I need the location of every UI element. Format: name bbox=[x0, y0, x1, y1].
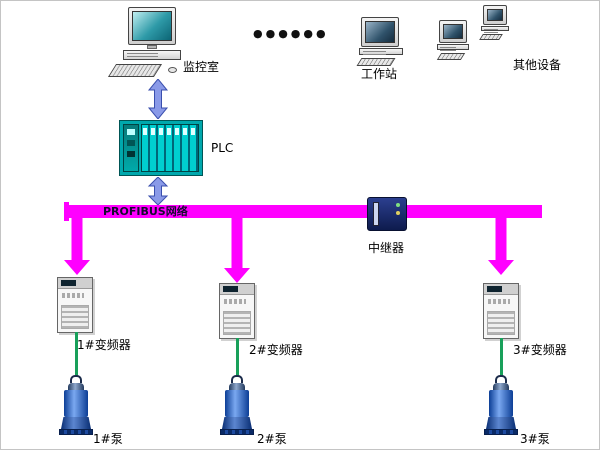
monitor-room-computer-icon bbox=[106, 7, 188, 79]
link-computer-plc bbox=[147, 78, 169, 123]
vfd-1-label: 1#变频器 bbox=[77, 338, 131, 352]
monitor-screen bbox=[487, 9, 503, 21]
link-vfd3-pump3 bbox=[500, 338, 503, 377]
plc-indicator-leds bbox=[143, 128, 197, 135]
vfd-display bbox=[487, 286, 502, 292]
vfd-3-icon bbox=[483, 283, 519, 339]
computer-case-icon bbox=[481, 26, 509, 31]
double-arrow-icon bbox=[147, 78, 169, 120]
pump-body bbox=[225, 390, 249, 417]
repeater-label: 中继器 bbox=[368, 241, 405, 255]
computer-case-icon bbox=[123, 50, 181, 60]
pump-cap bbox=[68, 383, 84, 390]
pump-handle bbox=[70, 375, 82, 383]
pump-cap bbox=[229, 383, 245, 390]
vfd-2-label: 2#变频器 bbox=[249, 343, 303, 357]
monitor-room-label: 监控室 bbox=[183, 60, 220, 74]
link-vfd2-pump2 bbox=[236, 338, 239, 377]
monitor-stand bbox=[147, 45, 157, 49]
monitor-screen bbox=[132, 11, 172, 41]
other-devices-icon bbox=[436, 5, 513, 61]
pump-base bbox=[484, 429, 518, 435]
pump-1-label: 1#泵 bbox=[93, 432, 123, 446]
vfd-vents bbox=[61, 305, 89, 329]
bus-drop-1 bbox=[64, 217, 90, 279]
vfd-panel bbox=[484, 284, 518, 295]
down-arrow-icon bbox=[224, 217, 250, 283]
profibus-bus: PROFIBUS网络 bbox=[64, 202, 542, 221]
vfd-panel bbox=[58, 278, 92, 289]
vfd-2-icon bbox=[219, 283, 255, 339]
pump-3-icon bbox=[483, 375, 519, 445]
pump-body bbox=[64, 390, 88, 417]
pump-base bbox=[59, 429, 93, 435]
other-devices-label: 其他设备 bbox=[513, 58, 562, 72]
pump-skirt bbox=[486, 417, 516, 429]
keyboard-icon bbox=[479, 34, 503, 40]
plc-rack-icon bbox=[119, 120, 203, 176]
monitor-screen bbox=[443, 24, 463, 39]
bus-drop-3 bbox=[488, 217, 514, 279]
vfd-3-label: 3#变频器 bbox=[513, 343, 567, 357]
pump-2-icon bbox=[219, 375, 255, 445]
vfd-display bbox=[223, 286, 238, 292]
mouse-icon bbox=[168, 67, 177, 73]
monitor-screen bbox=[365, 21, 395, 43]
pump-handle bbox=[495, 375, 507, 383]
ellipsis-dots: ●●●●●● bbox=[253, 27, 329, 40]
monitor-icon bbox=[439, 20, 467, 43]
double-arrow-icon bbox=[147, 176, 169, 206]
pump-skirt bbox=[222, 417, 252, 429]
pump-base bbox=[220, 429, 254, 435]
plc-label: PLC bbox=[211, 141, 234, 155]
keyboard-icon bbox=[107, 64, 163, 77]
bus-drop-2 bbox=[224, 217, 250, 287]
computer-case-icon bbox=[359, 48, 403, 55]
monitor-icon bbox=[483, 5, 507, 25]
vfd-display bbox=[61, 280, 76, 286]
pump-cap bbox=[493, 383, 509, 390]
bus-endcap bbox=[64, 202, 69, 221]
pump-handle bbox=[231, 375, 243, 383]
vfd-vents bbox=[487, 311, 515, 335]
pump-skirt bbox=[61, 417, 91, 429]
vfd-vents bbox=[223, 311, 251, 335]
repeater-panel bbox=[373, 202, 379, 226]
keyboard-icon bbox=[436, 53, 466, 60]
monitor-icon bbox=[128, 7, 176, 45]
profibus-label: PROFIBUS网络 bbox=[103, 205, 188, 218]
repeater-led bbox=[396, 203, 400, 207]
pump-3-label: 3#泵 bbox=[520, 432, 550, 446]
vfd-panel bbox=[220, 284, 254, 295]
plc-io-modules bbox=[141, 124, 199, 172]
vfd-keypad bbox=[220, 295, 254, 308]
vfd-1-icon bbox=[57, 277, 93, 333]
link-vfd1-pump1 bbox=[75, 332, 78, 377]
vfd-keypad bbox=[484, 295, 518, 308]
pump-2-label: 2#泵 bbox=[257, 432, 287, 446]
plc-cpu-module bbox=[123, 124, 139, 172]
down-arrow-icon bbox=[64, 217, 90, 275]
repeater-device-icon bbox=[367, 197, 407, 231]
pump-body bbox=[489, 390, 513, 417]
vfd-keypad bbox=[58, 289, 92, 302]
computer-case-icon bbox=[437, 44, 469, 50]
workstation-icon bbox=[356, 17, 409, 67]
pump-1-icon bbox=[58, 375, 94, 445]
down-arrow-icon bbox=[488, 217, 514, 275]
monitor-icon bbox=[361, 17, 399, 47]
workstation-label: 工作站 bbox=[361, 67, 398, 81]
